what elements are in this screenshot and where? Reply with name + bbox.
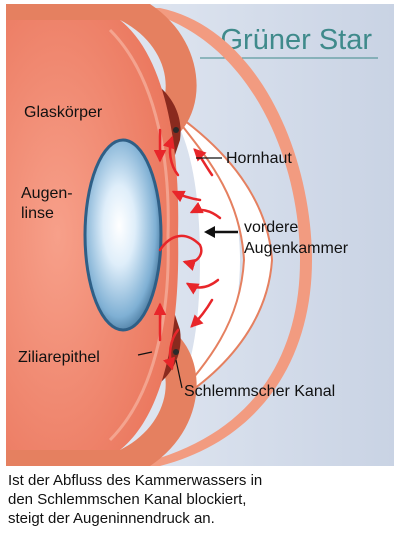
flow-arrow [158, 234, 203, 271]
caption-line: steigt der Augeninnendruck an. [8, 510, 215, 527]
label-augenlinse-line2: linse [21, 205, 54, 222]
flow-arrow [189, 201, 222, 220]
flow-arrows [153, 128, 222, 371]
label-glaskoerper: Glaskörper [24, 104, 103, 121]
flow-arrow [171, 190, 202, 203]
label-hornhaut: Hornhaut [226, 150, 292, 167]
label-vordere: vordere [244, 219, 298, 236]
label-ziliarepithel: Ziliarepithel [18, 349, 100, 366]
sclera [6, 4, 197, 140]
flow-arrow [163, 328, 180, 371]
page-title: Grüner Star [221, 24, 373, 56]
label-schlemmscher-kanal: Schlemmscher Kanal [184, 383, 335, 400]
schlemm-canal-top [173, 127, 179, 133]
label-augenlinse-line1: Augen- [21, 185, 73, 202]
schlemm-canal-bottom [173, 349, 179, 355]
caption-line: den Schlemmschen Kanal blockiert, [8, 491, 247, 508]
caption: Ist der Abfluss des Kammerwassers in den… [8, 471, 392, 528]
flow-arrow [193, 148, 214, 177]
flow-arrow [190, 298, 214, 328]
caption-line: Ist der Abfluss des Kammerwassers in [8, 472, 263, 489]
flow-arrow [162, 135, 180, 177]
pointer-ziliarepithel [137, 351, 153, 356]
lens [83, 138, 163, 332]
flow-arrow [185, 278, 220, 295]
label-augenkammer: Augenkammer [244, 240, 349, 257]
chamber-pointer-arrow [204, 226, 238, 238]
pointer-schlemm [175, 359, 183, 389]
